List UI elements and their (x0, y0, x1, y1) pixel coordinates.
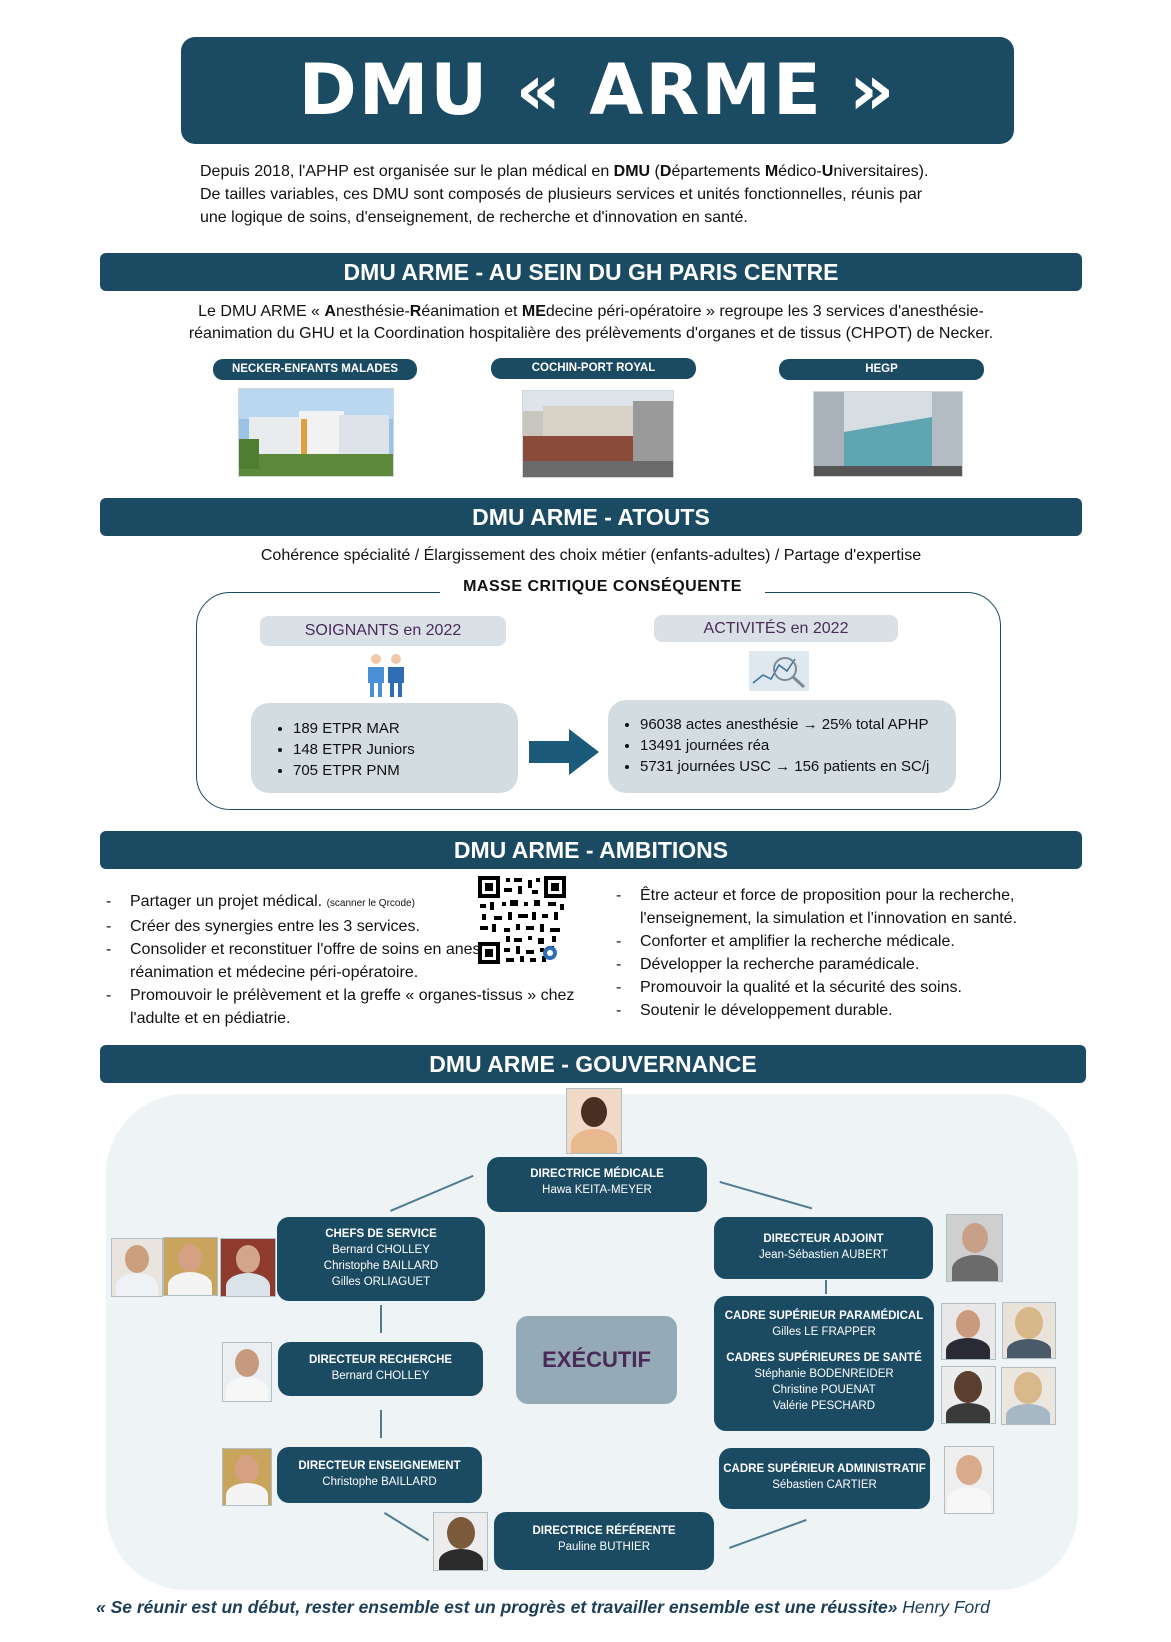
directeur-enseignement-box: DIRECTEUR ENSEIGNEMENT Christophe BAILLA… (277, 1447, 482, 1503)
activites-item: 5731 journées USC → 156 patients en SC/j (640, 756, 956, 777)
person-name: Christophe BAILLARD (323, 1260, 439, 1272)
role-title: CADRE SUPÉRIEUR PARAMÉDICAL (724, 1310, 924, 1322)
qr-code-icon[interactable] (478, 876, 566, 964)
portrait-photo (946, 1214, 1003, 1282)
portrait-photo (566, 1088, 622, 1154)
portrait-photo (1002, 1302, 1056, 1359)
activites-item: 96038 actes anesthésie → 25% total APHP (640, 714, 956, 735)
atouts-subtitle: Cohérence spécialité / Élargissement des… (260, 547, 922, 564)
ambition-item: Soutenir le développement durable. (610, 999, 1080, 1022)
person-name: Sébastien CARTIER (772, 1479, 877, 1491)
ambition-item: Consolider et reconstituer l'offre de so… (100, 938, 570, 984)
ambition-item: Promouvoir le prélèvement et la greffe «… (100, 984, 590, 1030)
chefs-de-service-box: CHEFS DE SERVICE Bernard CHOLLEY Christo… (277, 1217, 485, 1301)
intro-paragraph: Depuis 2018, l'APHP est organisée sur le… (200, 160, 1010, 229)
portrait-photo (220, 1238, 276, 1297)
portrait-photo (222, 1342, 272, 1402)
intro-line-1: Depuis 2018, l'APHP est organisée sur le… (200, 163, 929, 180)
soignants-item: 705 ETPR PNM (293, 760, 518, 781)
intro-line-2: De tailles variables, ces DMU sont compo… (200, 186, 923, 203)
activites-label: ACTIVITÉS en 2022 (654, 615, 898, 642)
portrait-photo (433, 1512, 488, 1571)
soignants-list: 189 ETPR MAR 148 ETPR Juniors 705 ETPR P… (251, 703, 518, 781)
person-name: Christine POUENAT (772, 1384, 876, 1396)
activites-item: 13491 journées réa (640, 735, 956, 756)
ambition-item: Promouvoir la qualité et la sécurité des… (610, 976, 1080, 999)
person-name: Bernard CHOLLEY (332, 1244, 430, 1256)
role-title: DIRECTEUR ENSEIGNEMENT (298, 1460, 461, 1472)
portrait-photo (111, 1238, 163, 1297)
caregivers-icon (368, 654, 404, 697)
ambition-item: Conforter et amplifier la recherche médi… (610, 930, 1080, 953)
role-title: CADRE SUPÉRIEUR ADMINISTRATIF (723, 1463, 926, 1475)
role-title: DIRECTEUR RECHERCHE (308, 1354, 453, 1366)
portrait-photo (941, 1366, 996, 1424)
connector-line (380, 1410, 382, 1438)
role-title: DIRECTRICE RÉFÉRENTE (532, 1525, 676, 1537)
person-name: Jean-Sébastien AUBERT (759, 1249, 888, 1261)
site-label-cochin: COCHIN-PORT ROYAL (491, 358, 696, 379)
site-label-hegp: HEGP (779, 359, 984, 380)
hegp-hospital-photo (813, 391, 963, 477)
portrait-photo (944, 1446, 994, 1514)
role-title: CHEFS DE SERVICE (325, 1228, 437, 1240)
section-ambitions-title: DMU ARME - AMBITIONS (100, 831, 1082, 869)
person-name: Bernard CHOLLEY (331, 1370, 430, 1382)
activity-chart-icon (749, 651, 809, 691)
right-arrow-icon (529, 729, 599, 775)
page-title: DMU « ARME » (298, 49, 897, 131)
person-name: Christophe BAILLARD (322, 1476, 437, 1488)
ambition-item: Partager un projet médical. (scanner le … (100, 890, 600, 915)
cochin-hospital-photo (522, 390, 674, 478)
role-title: DIRECTEUR ADJOINT (763, 1233, 884, 1245)
directeur-recherche-box: DIRECTEUR RECHERCHE Bernard CHOLLEY (278, 1342, 483, 1396)
necker-hospital-photo (238, 388, 394, 477)
soignants-box: 189 ETPR MAR 148 ETPR Juniors 705 ETPR P… (251, 703, 518, 793)
section-gh-title: DMU ARME - AU SEIN DU GH PARIS CENTRE (100, 253, 1082, 291)
page-title-banner: DMU « ARME » (181, 37, 1014, 144)
ambition-item: Développer la recherche paramédicale. (610, 953, 1080, 976)
ambitions-left-list: Partager un projet médical. (scanner le … (100, 890, 600, 1030)
soignants-label: SOIGNANTS en 2022 (260, 616, 506, 646)
role-title: DIRECTRICE MÉDICALE (530, 1168, 664, 1180)
section-atouts-title: DMU ARME - ATOUTS (100, 498, 1082, 536)
intro-line-3: une logique de soins, d'enseignement, de… (200, 209, 748, 226)
connector-line (825, 1280, 827, 1294)
section-gouvernance-title: DMU ARME - GOUVERNANCE (100, 1045, 1086, 1083)
portrait-photo (941, 1303, 996, 1360)
cadre-administratif-box: CADRE SUPÉRIEUR ADMINISTRATIF Sébastien … (719, 1448, 930, 1509)
ambition-item: Être acteur et force de proposition pour… (610, 884, 1080, 930)
portrait-photo (222, 1448, 272, 1506)
qr-note: (scanner le Qrcode) (326, 898, 415, 909)
closing-quote: « Se réunir est un début, rester ensembl… (96, 1597, 990, 1617)
gh-description: Le DMU ARME « Anesthésie-Réanimation et … (188, 303, 994, 342)
critical-mass-title: MASSE CRITIQUE CONSÉQUENTE (440, 578, 765, 596)
connector-line (380, 1305, 382, 1333)
soignants-item: 189 ETPR MAR (293, 718, 518, 739)
executif-label: EXÉCUTIF (516, 1316, 677, 1404)
person-name: Hawa KEITA-MEYER (542, 1184, 652, 1196)
ambitions-right-list: Être acteur et force de proposition pour… (610, 884, 1080, 1022)
activites-box: 96038 actes anesthésie → 25% total APHP … (608, 700, 956, 793)
soignants-item: 148 ETPR Juniors (293, 739, 518, 760)
portrait-photo (163, 1237, 218, 1296)
directrice-medicale-box: DIRECTRICE MÉDICALE Hawa KEITA-MEYER (487, 1157, 707, 1212)
activites-list: 96038 actes anesthésie → 25% total APHP … (608, 700, 956, 777)
role-title: CADRES SUPÉRIEURES DE SANTÉ (726, 1352, 922, 1364)
person-name: Gilles ORLIAGUET (331, 1276, 431, 1288)
directrice-referente-box: DIRECTRICE RÉFÉRENTE Pauline BUTHIER (494, 1512, 714, 1570)
cadres-sante-box: CADRE SUPÉRIEUR PARAMÉDICAL Gilles LE FR… (714, 1296, 934, 1431)
person-name: Stéphanie BODENREIDER (754, 1368, 894, 1380)
ambition-item: Créer des synergies entre les 3 services… (100, 915, 600, 938)
site-label-necker: NECKER-ENFANTS MALADES (213, 359, 417, 380)
person-name: Pauline BUTHIER (557, 1541, 651, 1553)
person-name: Gilles LE FRAPPER (772, 1326, 876, 1338)
person-name: Valérie PESCHARD (772, 1400, 876, 1412)
directeur-adjoint-box: DIRECTEUR ADJOINT Jean-Sébastien AUBERT (714, 1217, 933, 1279)
portrait-photo (1001, 1367, 1056, 1425)
